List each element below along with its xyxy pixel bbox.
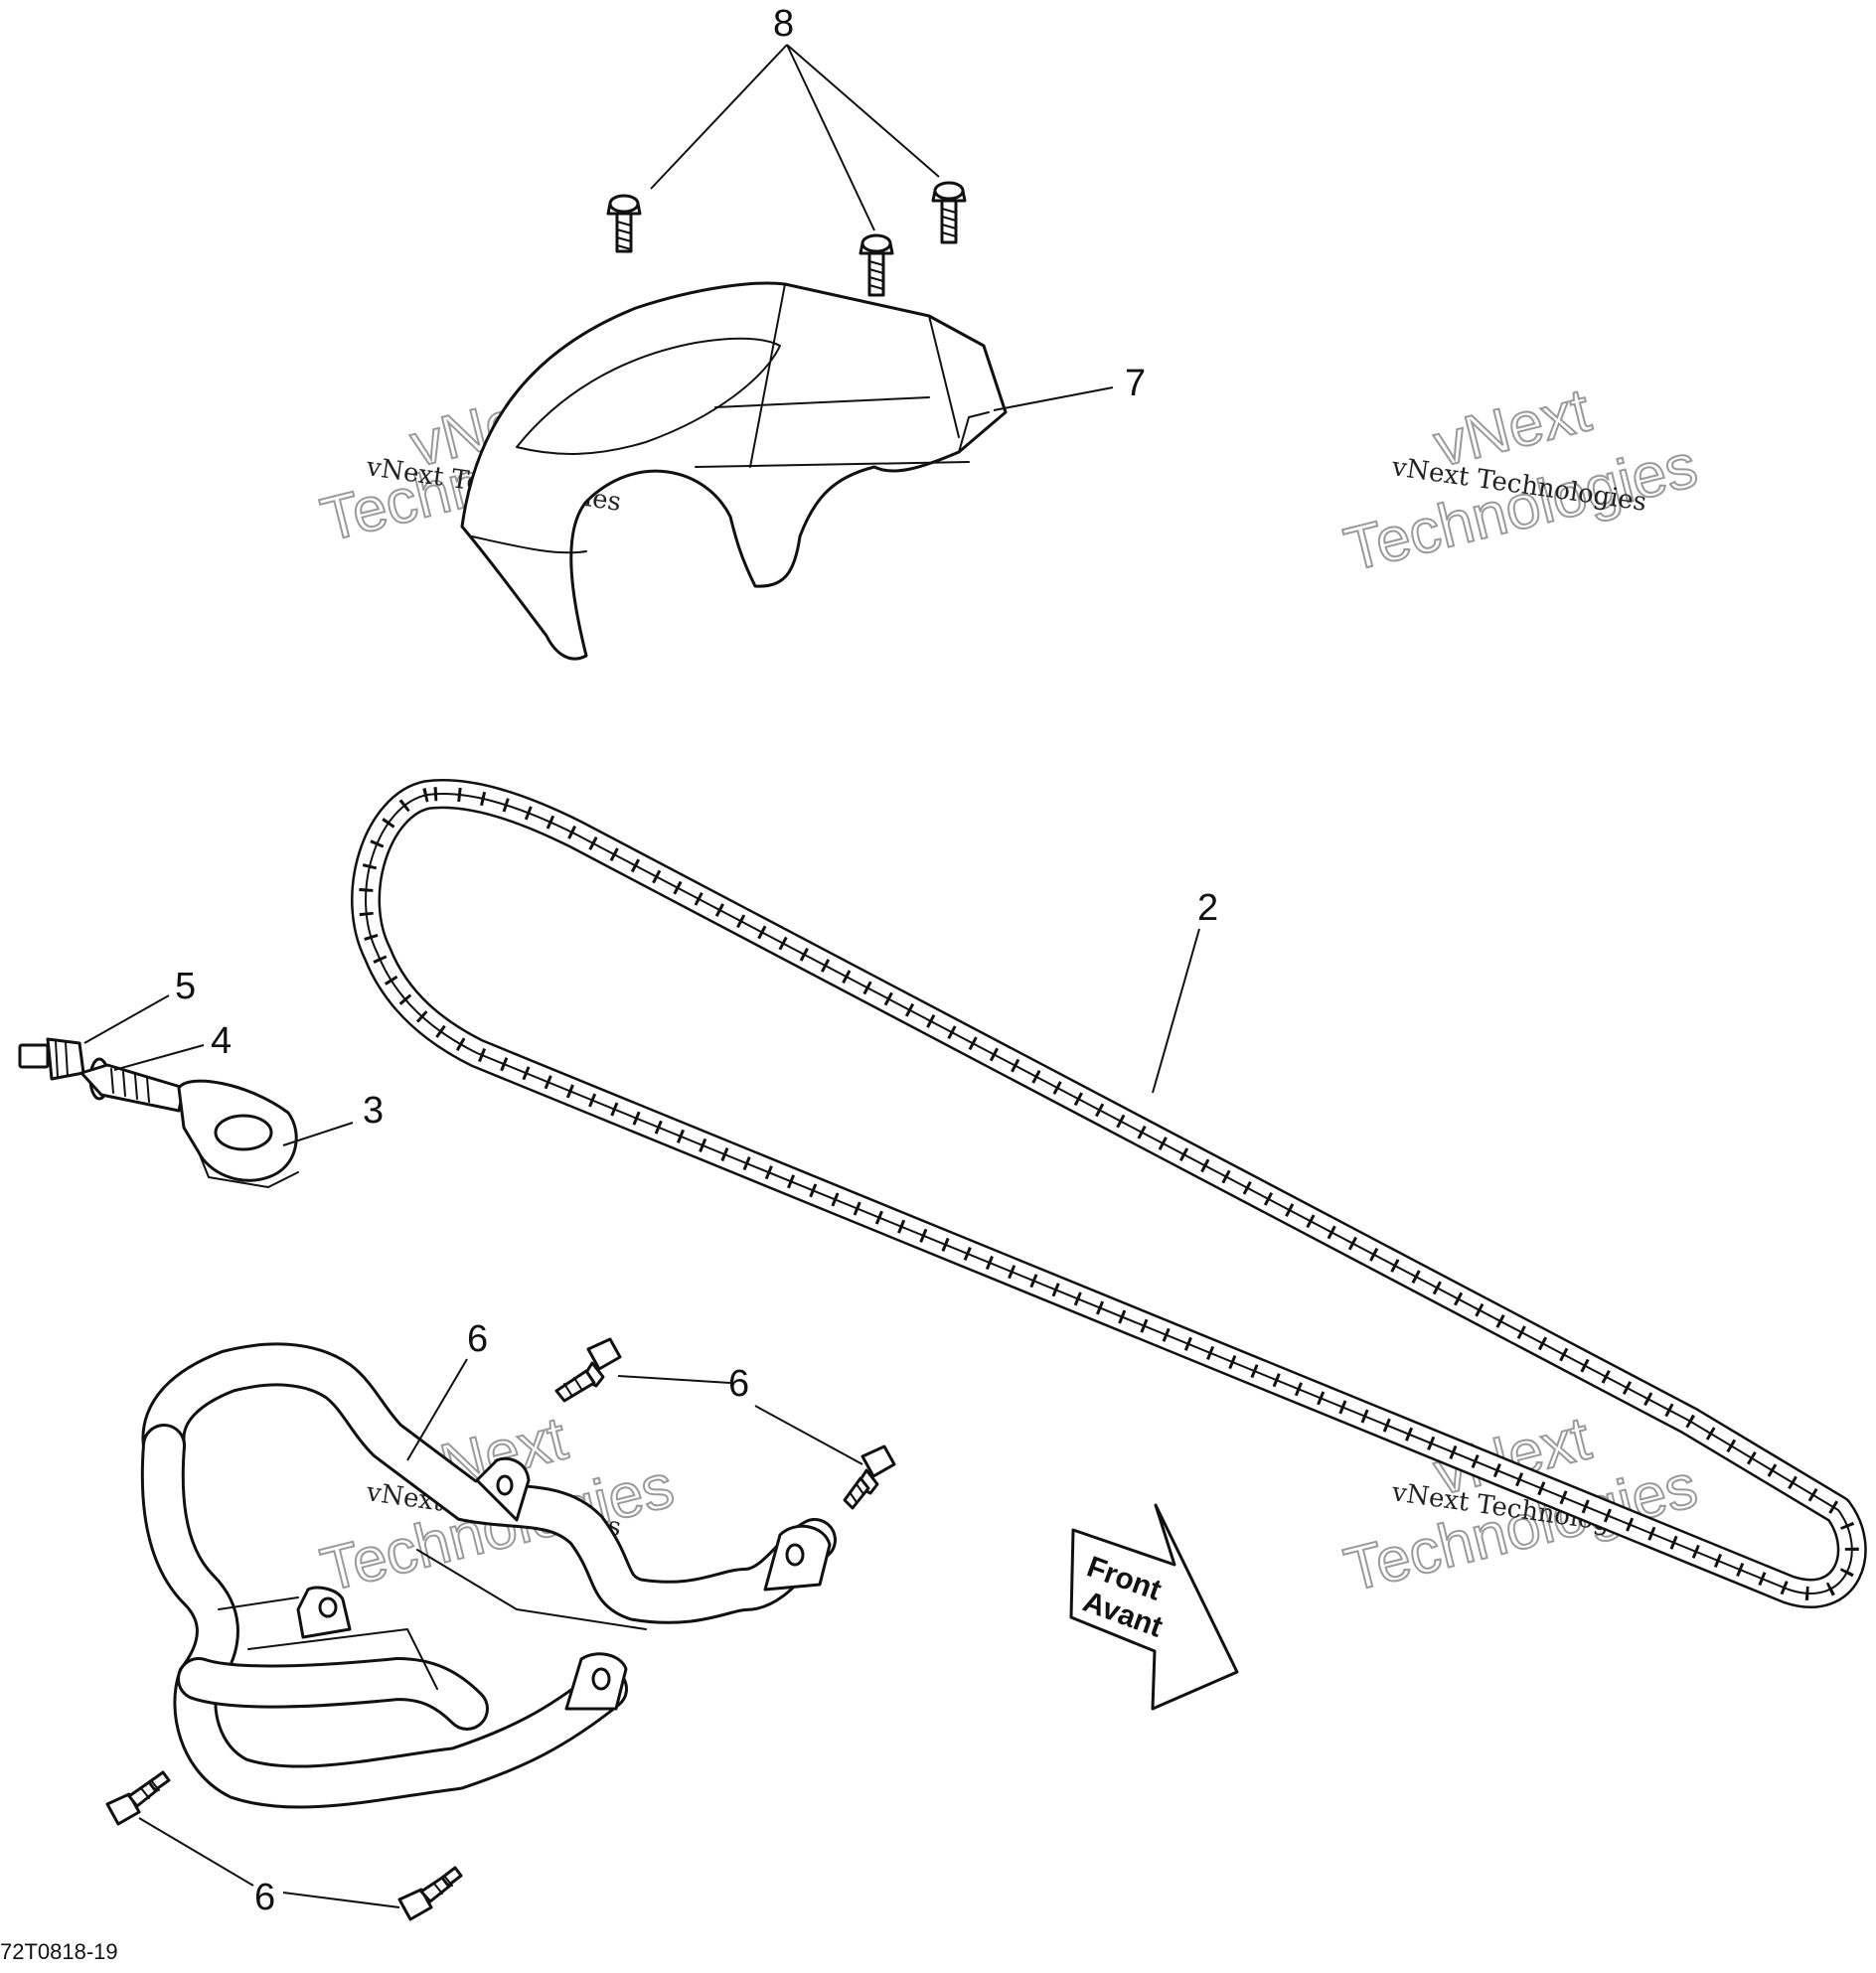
chain-guard [460,281,1008,661]
callout-3: 4 [211,1020,232,1062]
callout-8: 8 [773,3,794,45]
callout-6-upper: 6 [728,1363,749,1405]
adjuster-eye [79,1063,299,1188]
frame-screw-lower-left [105,1770,171,1826]
leader-5 [406,1358,468,1461]
figure-reference: 72T0818-19 [0,1939,118,1964]
leader-4 [83,994,170,1044]
leader-1 [1152,928,1200,1094]
callout-5: 6 [467,1318,488,1360]
callout-1: 2 [1197,887,1218,929]
footrest-frame [140,1342,837,1809]
adjuster-nut [18,1037,85,1081]
callout-4: 5 [175,966,196,1007]
leader-7 [993,386,1114,411]
frame-screw-upper-right [843,1444,896,1510]
leader-6-upper [617,1375,863,1465]
leader-6-lower [138,1817,400,1908]
drive-chain [351,779,1867,1608]
callout-2: 3 [363,1090,384,1132]
frame-screw-upper-left [554,1337,622,1403]
frame-screw-lower-right [397,1866,463,1921]
watermark-top-right: Technologies vNext vNext Technologies [1337,375,1705,585]
leader-3 [113,1044,205,1071]
callout-6-lower: 6 [254,1877,275,1918]
leader-2 [282,1122,354,1146]
leader-8 [650,44,940,231]
front-direction-arrow: Front Avant [1069,1503,1239,1711]
guard-screw-left [606,194,642,253]
callout-7: 7 [1125,363,1146,404]
guard-screw-middle [859,233,894,297]
guard-screw-right [931,181,967,244]
